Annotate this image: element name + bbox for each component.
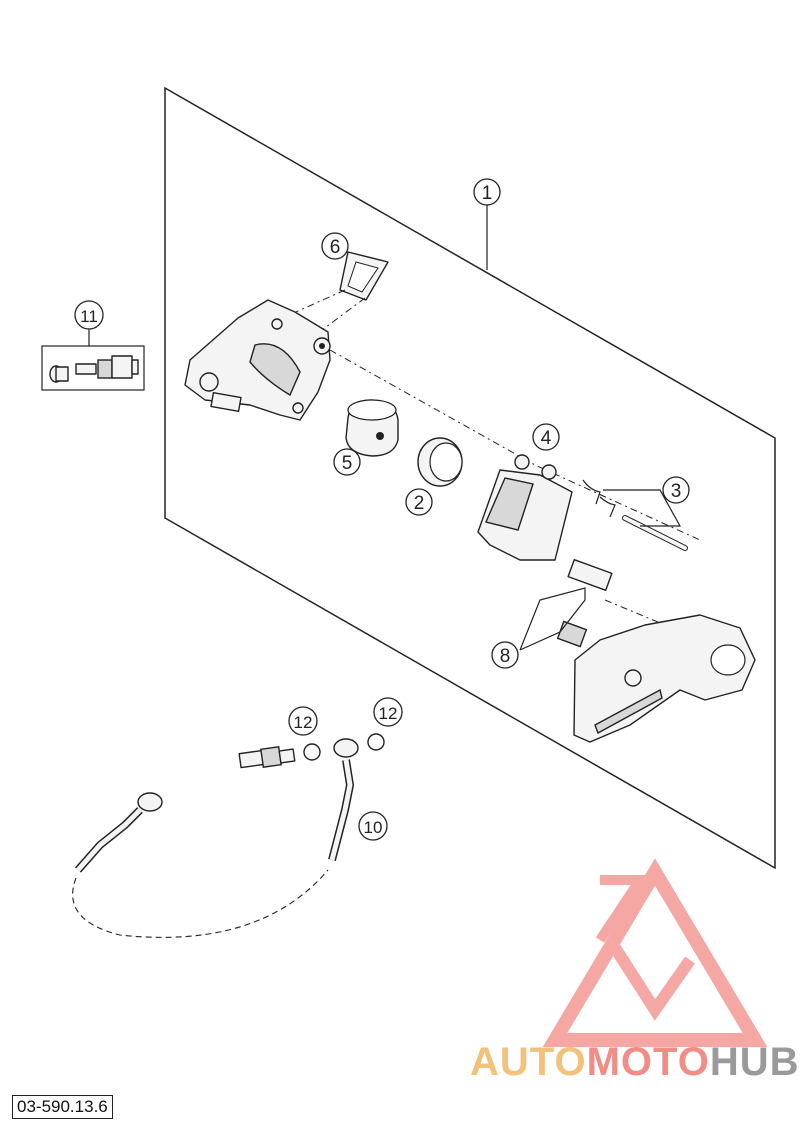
leader-6-dashes (277, 289, 366, 331)
washer-right (367, 733, 385, 751)
caliper-piston (345, 399, 399, 457)
callout-label: 3 (671, 481, 682, 502)
callout-11: 11 (74, 300, 104, 330)
caliper-bracket (556, 559, 756, 743)
callout-6: 6 (321, 232, 349, 260)
watermark-hub: HUB (709, 1040, 800, 1084)
watermark-text: AUTOMOTOHUB (470, 1040, 800, 1085)
callout-4: 4 (532, 423, 560, 451)
banjo-bolt (238, 746, 296, 769)
document-code: 03-590.13.6 (12, 1095, 113, 1119)
watermark-moto: MOTO (586, 1040, 710, 1084)
piston-seal (417, 437, 463, 487)
callout-label: 11 (80, 307, 98, 326)
caliper-housing (184, 299, 331, 421)
slide-pin-axis (604, 599, 666, 626)
brake-pads (477, 454, 573, 561)
callout-10: 10 (358, 811, 388, 841)
callout-label: 12 (379, 704, 398, 723)
callout-label: 1 (482, 183, 493, 204)
callout-label: 10 (364, 818, 383, 837)
callout-3: 3 (662, 476, 690, 504)
callout-label: 6 (330, 237, 341, 258)
callout-label: 8 (500, 646, 511, 667)
callout-8: 8 (491, 641, 519, 669)
watermark-auto: AUTO (470, 1040, 587, 1084)
assembly-frame (164, 86, 776, 870)
watermark-logo (542, 858, 768, 1047)
callout-2: 2 (405, 488, 433, 516)
leader-3 (603, 489, 682, 527)
callout-12-right: 12 (373, 697, 403, 727)
hose-continuation-dashes (72, 869, 329, 938)
bleeder-screw-parts (49, 355, 139, 383)
callout-12-left: 12 (288, 706, 318, 736)
brake-hose (74, 738, 359, 873)
washer-left (303, 743, 321, 761)
callout-label: 4 (541, 428, 552, 449)
leader-8 (519, 587, 586, 651)
pad-pin-and-clips (582, 479, 688, 551)
callout-label: 2 (414, 493, 425, 514)
callout-1: 1 (473, 178, 501, 206)
pad-spring (339, 251, 389, 301)
callout-5: 5 (333, 448, 361, 476)
callout-label: 12 (294, 713, 313, 732)
callout-label: 5 (342, 453, 353, 474)
